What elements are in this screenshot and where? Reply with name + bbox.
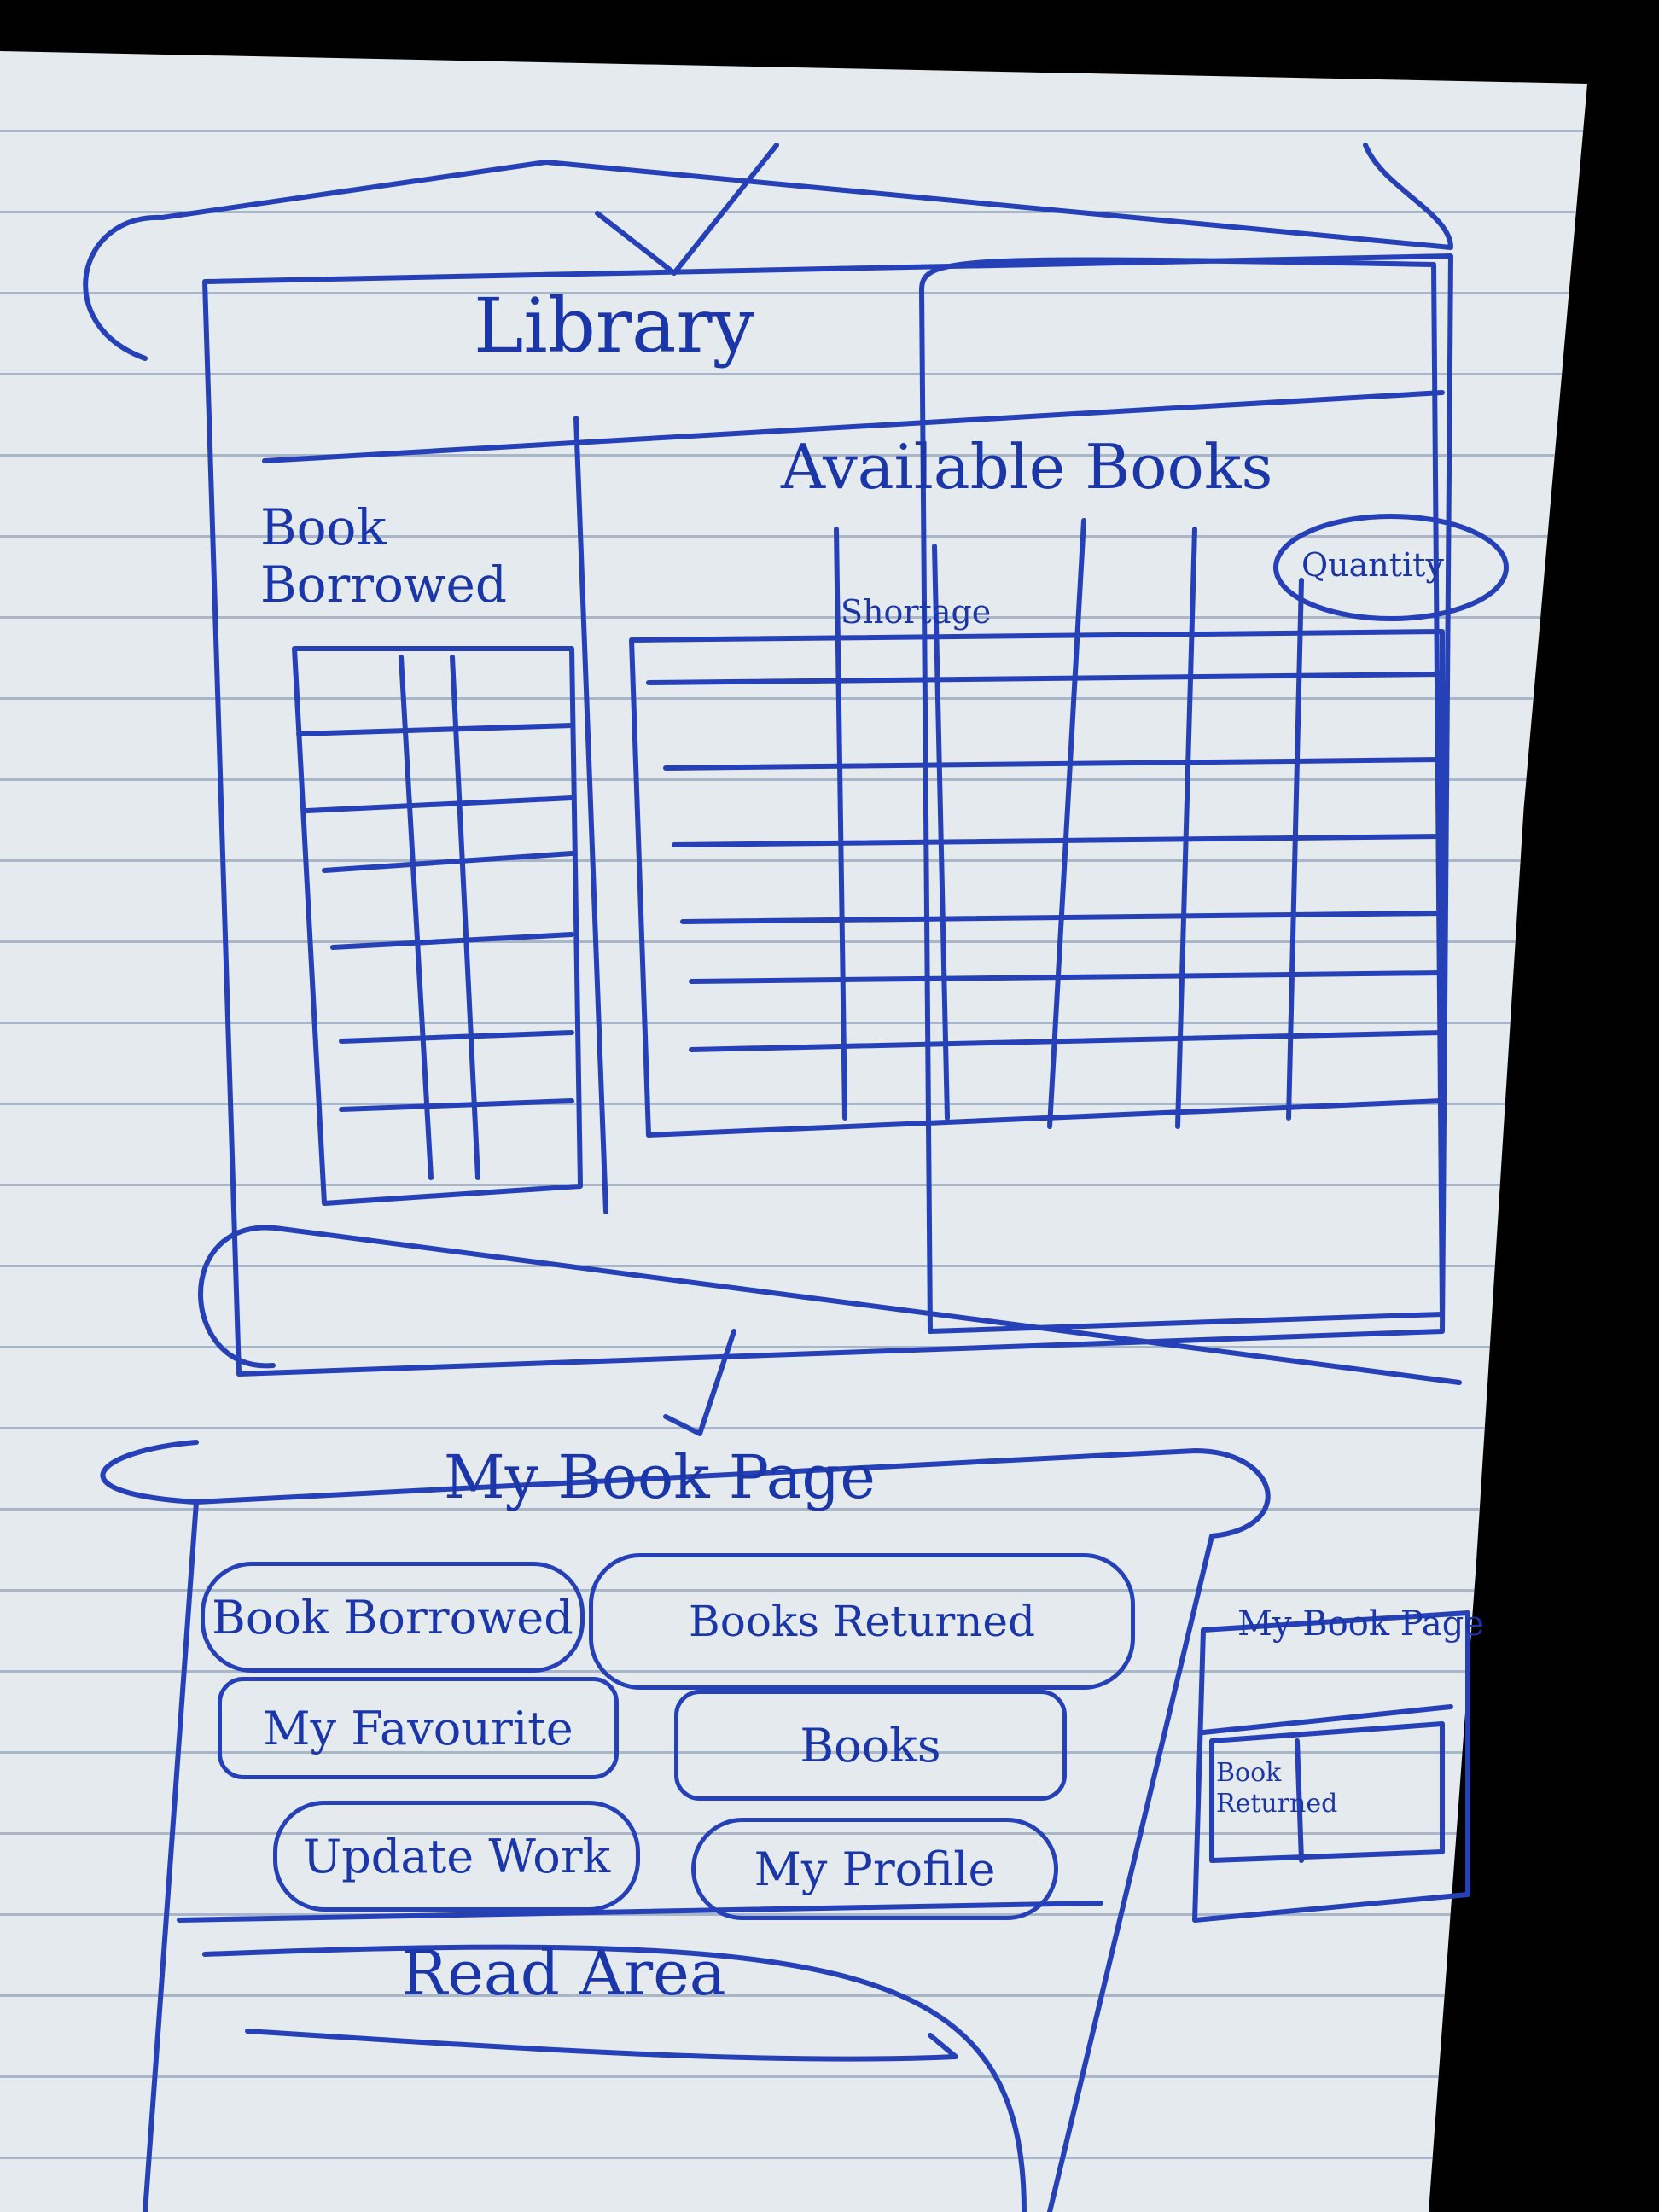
- sidebar-table: [292, 646, 583, 1206]
- books-button[interactable]: Books: [674, 1690, 1067, 1801]
- notebook-paper: [0, 51, 1587, 2212]
- mini-preview-title: My Book Page: [1237, 1604, 1485, 1644]
- library-header-divider: [262, 390, 1445, 463]
- quantity-oval: [1273, 514, 1509, 621]
- column-header-quantity: Quantity: [1301, 546, 1444, 584]
- my-profile-button[interactable]: My Profile: [691, 1818, 1058, 1920]
- my-book-page-title: My Book Page: [444, 1442, 876, 1512]
- library-sidebar-divider: [573, 416, 608, 1214]
- available-books-table: [629, 629, 1445, 1138]
- books-returned-button[interactable]: Books Returned: [589, 1553, 1135, 1690]
- mini-preview-label: Book Returned: [1216, 1758, 1338, 1819]
- available-books-heading: Available Books: [781, 431, 1273, 503]
- arrow-down: [663, 1329, 736, 1436]
- read-area-label: Read Area: [401, 1937, 726, 2009]
- my-book-page-left-edge: [143, 1499, 199, 2212]
- column-header-shortage: Shortage: [841, 593, 992, 631]
- available-panel: [919, 257, 1445, 1334]
- my-favourite-button[interactable]: My Favourite: [218, 1677, 619, 1779]
- read-area-curve: [202, 1944, 1027, 2212]
- paper-torn-edge: [0, 0, 1659, 77]
- scroll-curl-top-left: [83, 143, 1453, 361]
- read-area-arrow: [245, 2029, 958, 2062]
- update-work-button[interactable]: Update Work: [273, 1801, 640, 1912]
- library-frame: [202, 253, 1453, 1377]
- check-mark-top: [595, 143, 779, 276]
- book-borrowed-button[interactable]: Book Borrowed: [201, 1562, 585, 1673]
- sidebar-heading-book-borrowed: Book Borrowed: [260, 498, 508, 614]
- scroll-curl-bottom-left: [198, 1225, 1462, 1385]
- library-title: Library: [474, 282, 755, 370]
- mini-preview-frame: [1192, 1610, 1470, 1923]
